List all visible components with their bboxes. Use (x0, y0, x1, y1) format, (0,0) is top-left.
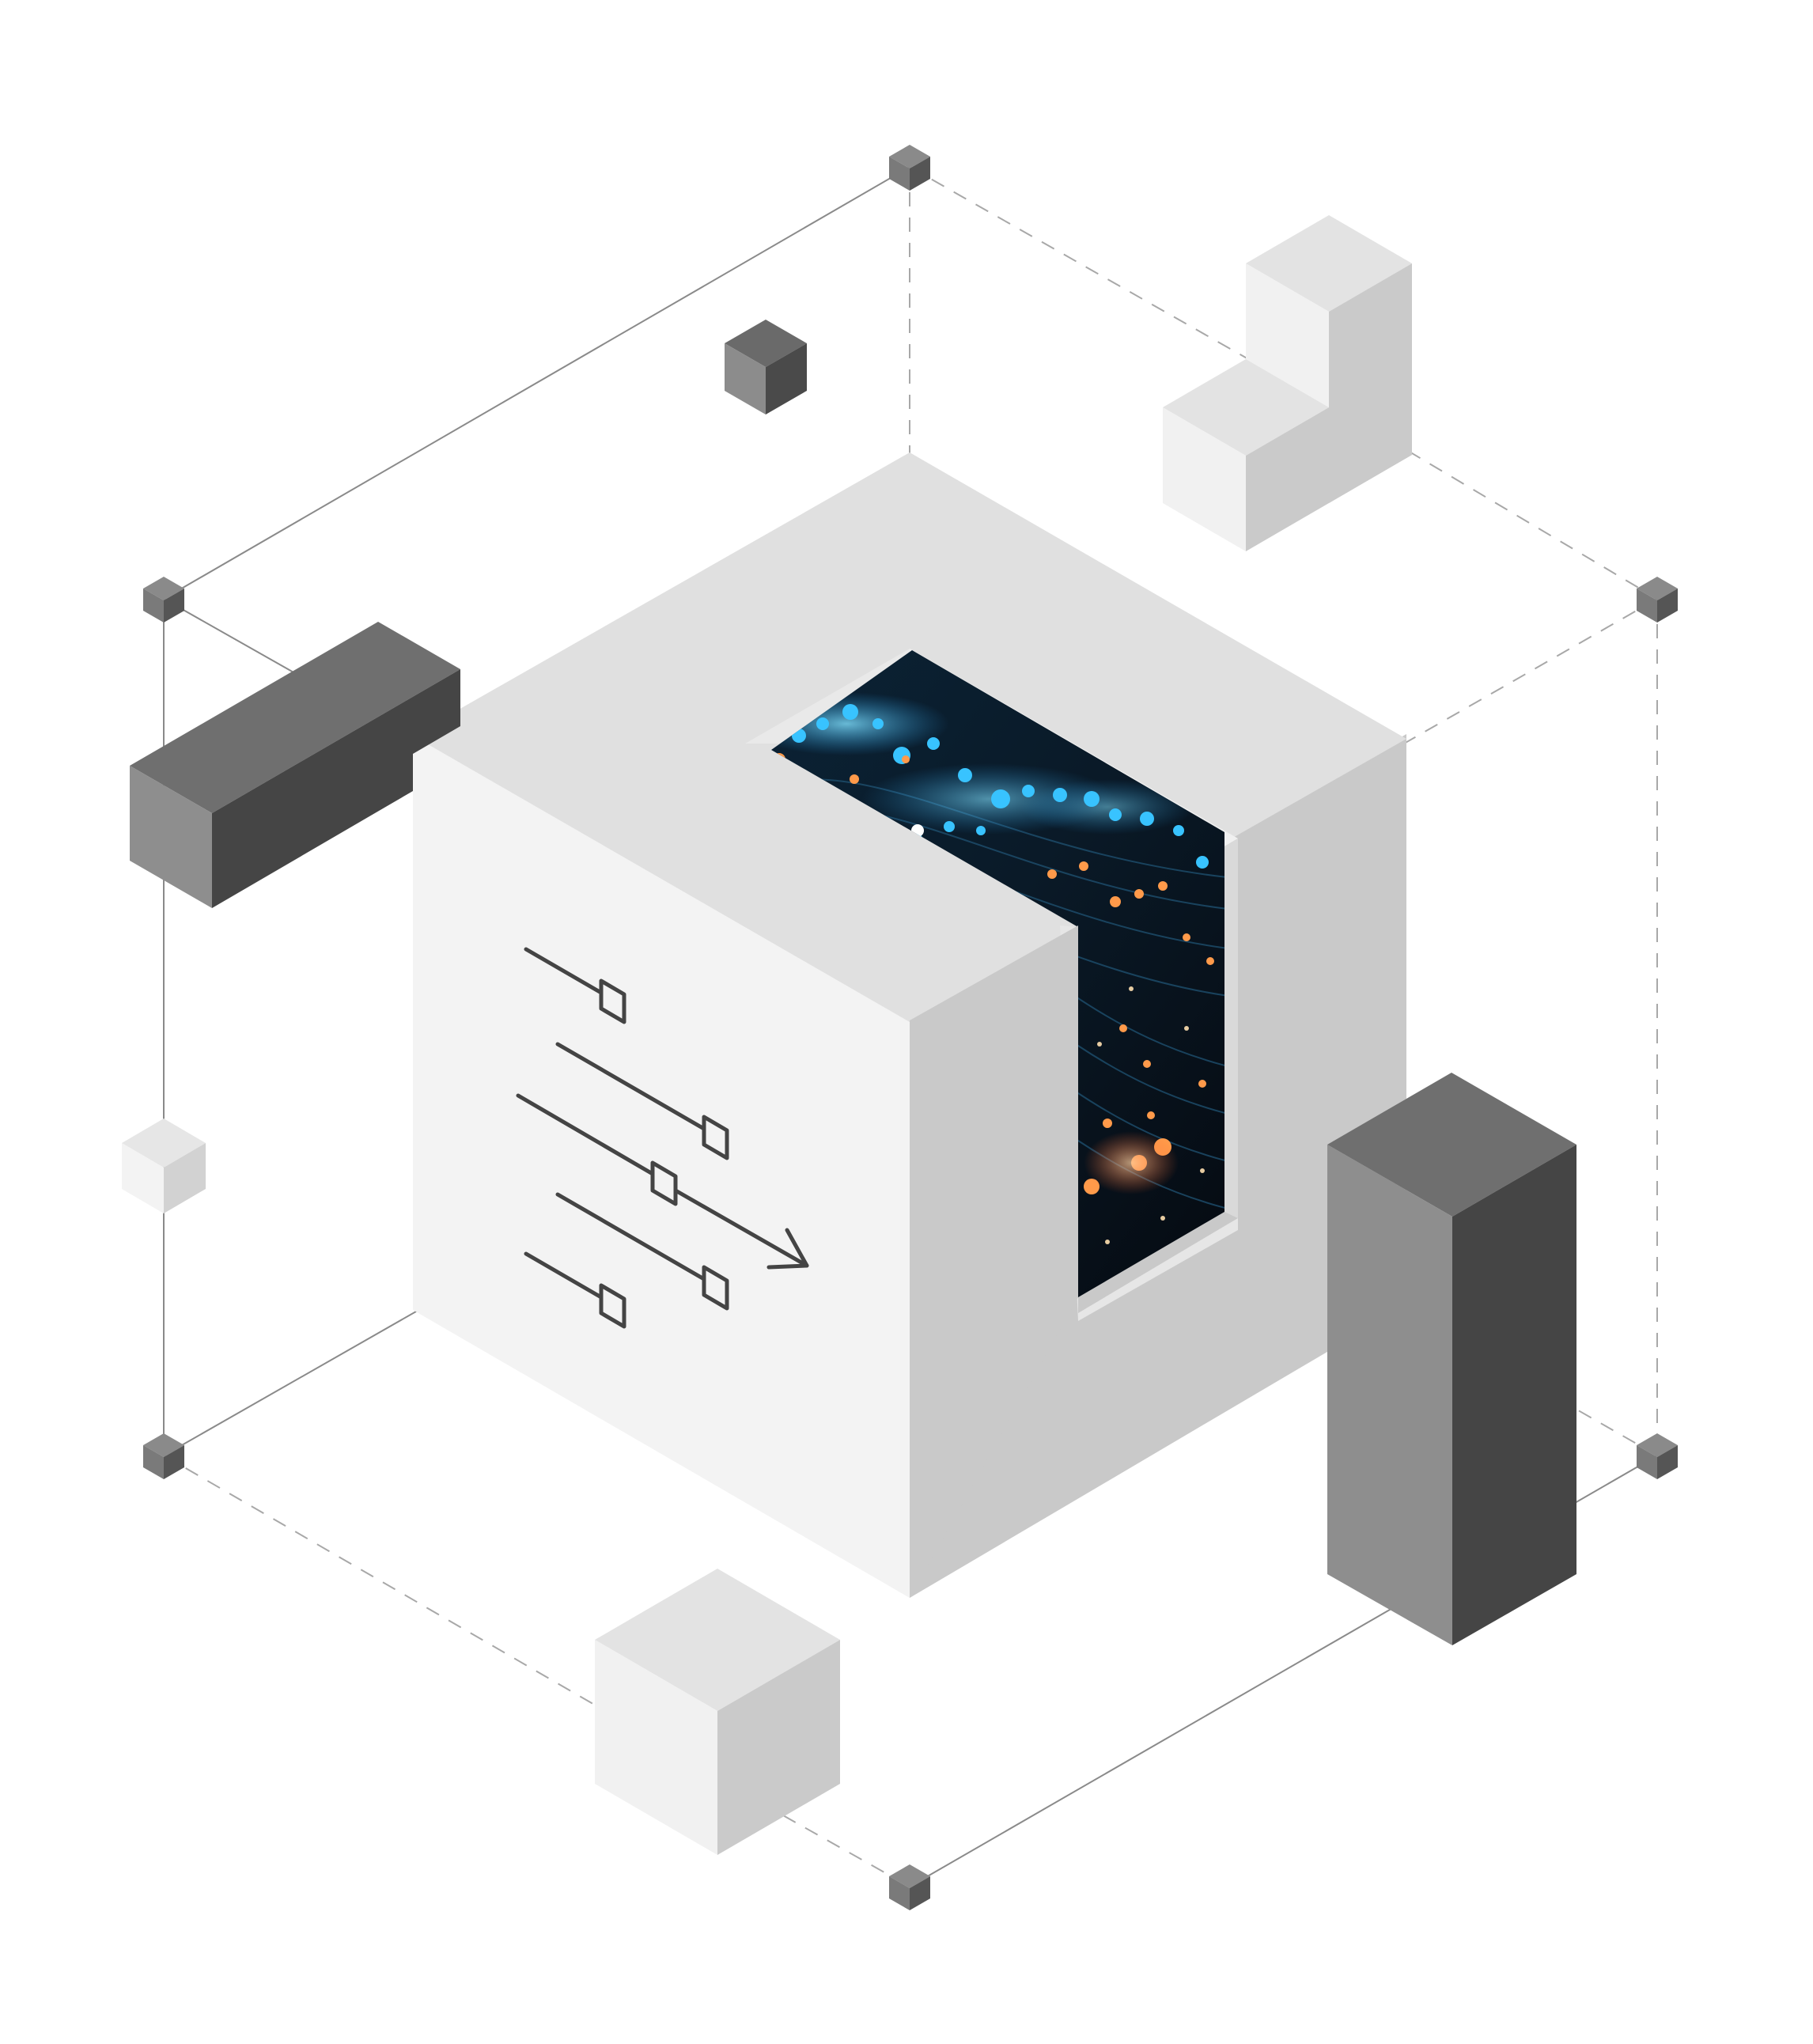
node-left-bottom (143, 1433, 184, 1479)
node-bottom (889, 1864, 930, 1910)
sliders-flow-icon (516, 947, 809, 1329)
small-dark-cube (725, 320, 807, 414)
main-cube (413, 452, 1406, 1598)
dark-horizontal-block (130, 622, 460, 908)
small-light-cube (122, 1119, 206, 1213)
light-cube-bottom (595, 1569, 840, 1855)
tall-dark-pillar (1327, 1073, 1576, 1645)
node-top (889, 145, 930, 191)
l-shaped-block (1163, 215, 1412, 551)
corner-nodes (143, 145, 1678, 1910)
node-right-bottom (1637, 1433, 1678, 1479)
node-left-top (143, 577, 184, 623)
node-right-top (1637, 577, 1678, 623)
wireframe-frame (163, 166, 1658, 1887)
